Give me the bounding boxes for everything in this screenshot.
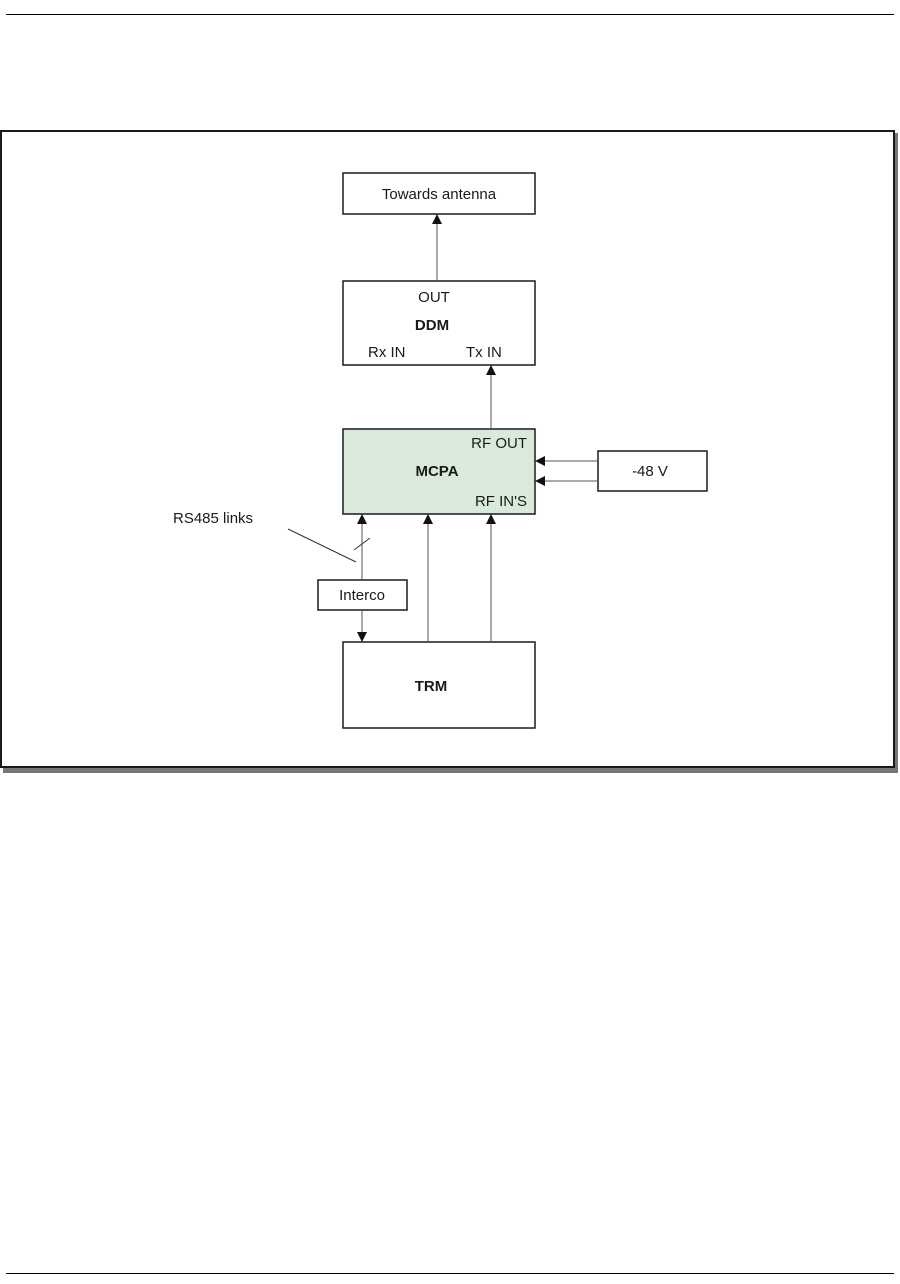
trm-label: TRM [415, 678, 448, 695]
page-header-rule [6, 14, 894, 15]
ddm-port-tx-in: Tx IN [466, 344, 502, 361]
ddm-port-out: OUT [418, 289, 450, 306]
page-footer-rule [6, 1273, 894, 1274]
mcpa-label: MCPA [415, 463, 458, 480]
mcpa-node: RF OUT MCPA RF IN'S [343, 429, 535, 514]
block-diagram: Towards antenna OUT DDM Rx IN Tx IN RF O… [0, 130, 900, 775]
interco-label: Interco [339, 587, 385, 604]
trm-node: TRM [343, 642, 535, 728]
power-node: -48 V [598, 451, 707, 491]
power-label: -48 V [632, 463, 668, 480]
antenna-node: Towards antenna [343, 173, 535, 214]
ddm-label: DDM [415, 317, 449, 334]
ddm-node: OUT DDM Rx IN Tx IN [343, 281, 535, 365]
ddm-port-rx-in: Rx IN [368, 344, 406, 361]
antenna-label: Towards antenna [382, 186, 497, 203]
rs485-label: RS485 links [173, 510, 253, 527]
interco-node: Interco [318, 580, 407, 610]
mcpa-port-rf-out: RF OUT [471, 435, 527, 452]
mcpa-port-rf-ins: RF IN'S [475, 493, 527, 510]
